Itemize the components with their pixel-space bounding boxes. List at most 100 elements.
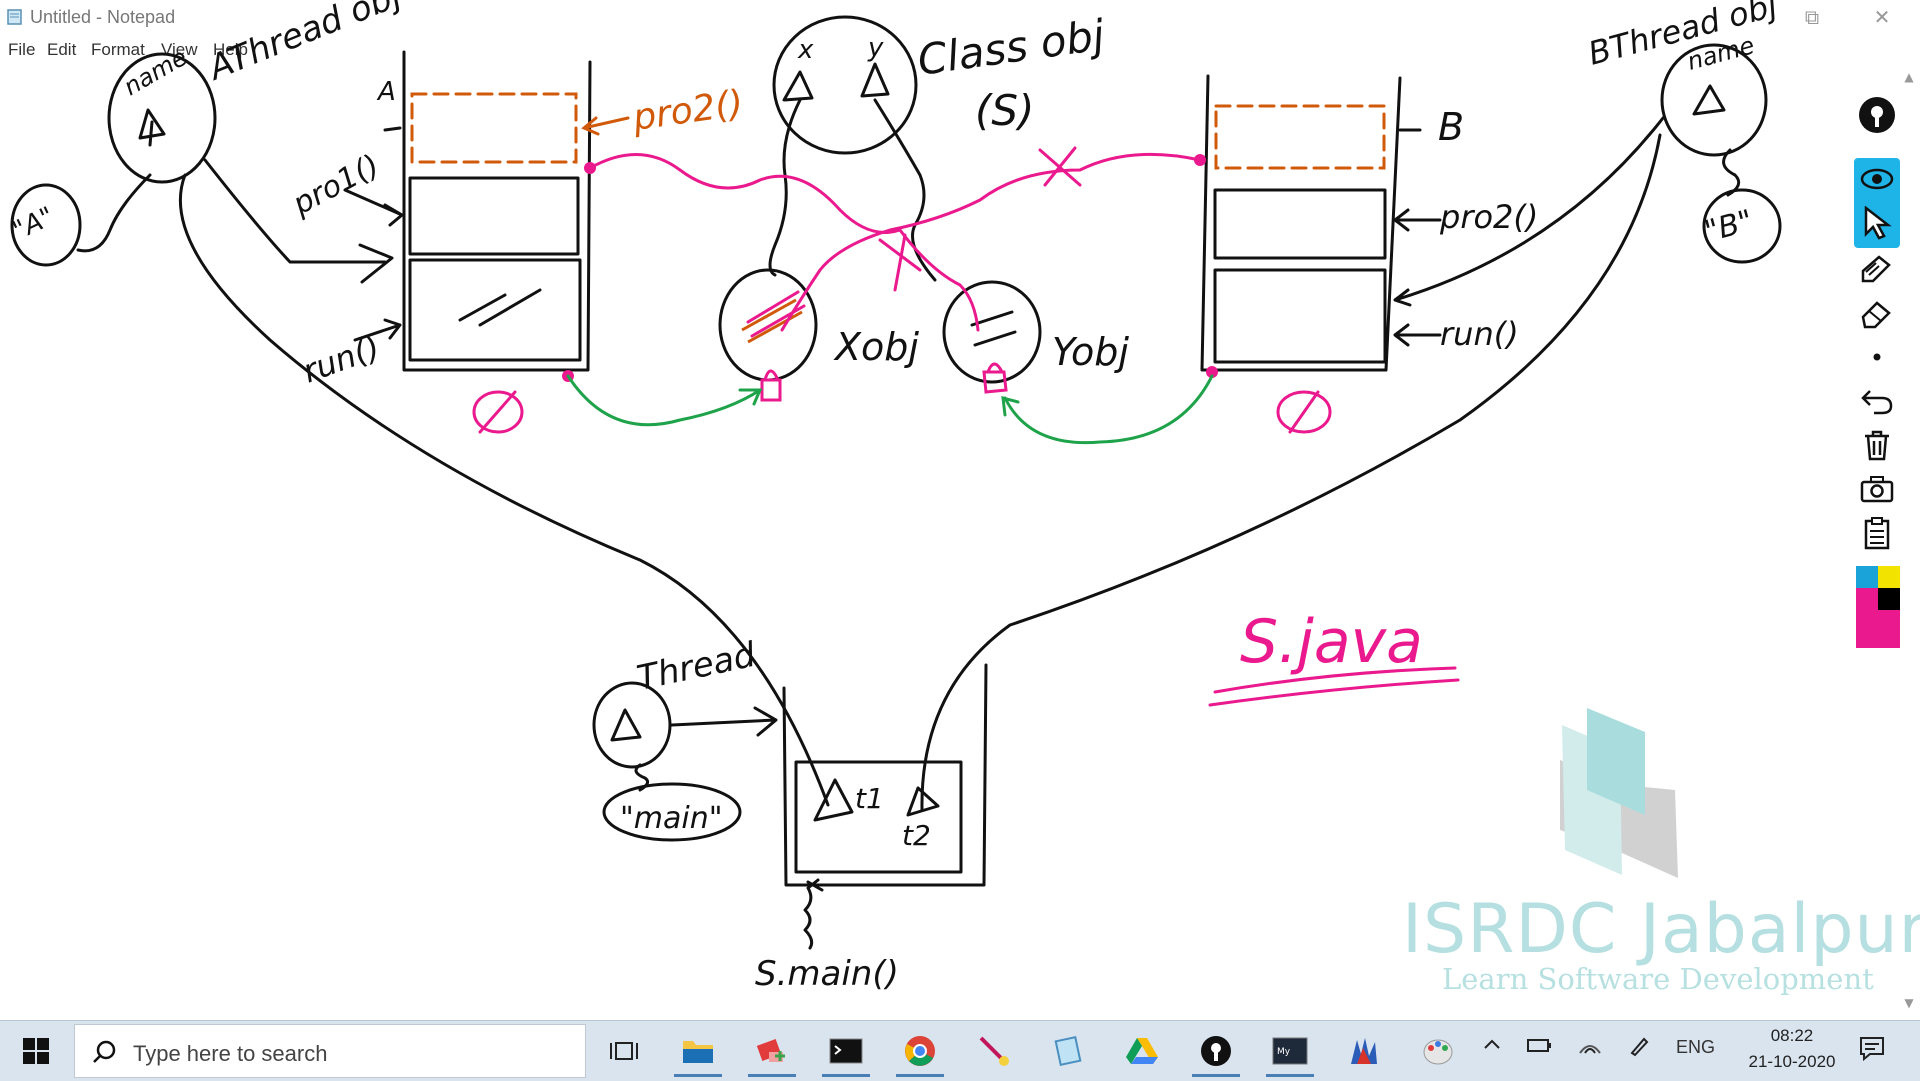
x-object-strike	[741, 298, 803, 344]
undo-icon[interactable]	[1854, 380, 1900, 422]
class-object	[772, 15, 918, 155]
b-run-label: run()	[1440, 315, 1519, 353]
palette-black-swatch[interactable]	[1878, 588, 1900, 610]
main-thread-object	[592, 681, 672, 769]
class-obj-label: Class obj	[915, 10, 1108, 85]
start-button[interactable]	[0, 1021, 72, 1081]
smain-pointer	[803, 878, 824, 950]
main-stack-frame-slot	[794, 760, 963, 874]
main-name-string	[602, 782, 742, 842]
main-name-link	[634, 763, 650, 792]
pen-app-icon[interactable]	[1184, 1025, 1248, 1077]
a-pro2-label: pro2()	[630, 83, 746, 139]
a-thread-object	[107, 52, 217, 184]
b-top-dot	[1194, 154, 1206, 166]
a-run-label: run()	[298, 328, 385, 391]
s-java-underline-1	[1213, 666, 1457, 694]
dot-size-icon[interactable]	[1854, 336, 1900, 378]
clock-time[interactable]: 08:22	[1770, 1026, 1814, 1045]
b-thread-object	[1660, 43, 1768, 157]
eraser-icon[interactable]	[1854, 292, 1900, 334]
a-pro1-pointer	[343, 188, 404, 227]
smain-label: S.main()	[755, 954, 899, 994]
wifi-icon[interactable]	[1578, 1035, 1602, 1062]
window-title: Untitled - Notepad	[30, 7, 176, 27]
b-name-link	[1722, 148, 1741, 197]
y-obj-label: Yobj	[1052, 330, 1129, 374]
b-null-slash	[1288, 390, 1320, 434]
notifications-icon[interactable]	[1858, 1035, 1886, 1066]
app-icon[interactable]	[740, 1025, 804, 1077]
b-run-dot	[1206, 366, 1218, 378]
b-holds-y-arrow	[1001, 374, 1214, 445]
menu-format[interactable]: Format	[91, 40, 145, 59]
x-reference-line	[768, 98, 802, 277]
menu-help[interactable]: Help	[213, 40, 248, 59]
watermark-subtitle: Learn Software Development	[1442, 962, 1874, 996]
restore-button[interactable]: ⧉	[1804, 5, 1820, 29]
clock-date[interactable]: 21-10-2020	[1748, 1052, 1836, 1071]
t2-label: t2	[902, 819, 931, 852]
b-pro2-label: pro2()	[1439, 198, 1538, 236]
whiteboard-canvas[interactable]: AThread obj name "A" A pro1() run() Clas…	[0, 0, 1920, 1020]
main-name-label: "main"	[620, 801, 723, 836]
a-to-run-arrow	[203, 158, 394, 284]
battery-icon[interactable]	[1526, 1035, 1554, 1060]
main-thread-label: Thread	[634, 635, 760, 699]
cursor-icon[interactable]	[1854, 202, 1900, 244]
palette-yellow-swatch[interactable]	[1878, 566, 1900, 588]
task-view-icon[interactable]	[592, 1025, 656, 1077]
b-null-circle	[1276, 390, 1332, 434]
scroll-up-arrow[interactable]: ▲	[1904, 70, 1914, 84]
b-stack-frame	[1200, 74, 1402, 372]
y-object	[942, 280, 1042, 384]
pencil-icon[interactable]	[1854, 248, 1900, 290]
a-pro2-dot	[584, 162, 596, 174]
a-null-slash	[478, 390, 517, 434]
s-java-underline-2	[1208, 678, 1460, 707]
pen-tray-icon[interactable]	[1628, 1035, 1650, 1062]
paint-brush-icon[interactable]	[962, 1025, 1026, 1077]
camera-icon[interactable]	[1854, 468, 1900, 510]
close-button[interactable]: ✕	[1873, 5, 1891, 29]
t2-to-b-thread-line	[920, 133, 1662, 812]
x-object	[718, 268, 818, 382]
b-waits-for-x-line	[780, 152, 1202, 332]
show-hidden-icons-icon[interactable]	[1482, 1035, 1502, 1060]
pen-logo-icon[interactable]	[1854, 94, 1900, 136]
palette-blue-swatch[interactable]	[1856, 566, 1878, 588]
b-pro2-pointer	[1393, 208, 1442, 232]
paint-icon[interactable]	[1406, 1025, 1470, 1077]
menu-file[interactable]: File	[8, 40, 36, 59]
a-waits-for-y-line	[588, 153, 980, 332]
language-indicator[interactable]: ENG	[1676, 1037, 1716, 1057]
eye-icon[interactable]	[1854, 158, 1900, 200]
menu-edit[interactable]: Edit	[47, 40, 77, 59]
taskbar-search-box[interactable]: Type here to search	[74, 1024, 586, 1078]
x-lock-icon	[760, 369, 782, 402]
scroll-down-arrow[interactable]: ▼	[1904, 996, 1914, 1010]
chrome-icon[interactable]	[888, 1025, 952, 1077]
annotation-toolbar	[1852, 86, 1904, 656]
notepad-app-icon	[7, 9, 22, 25]
trash-icon[interactable]	[1854, 424, 1900, 466]
clipboard-icon[interactable]	[1854, 512, 1900, 554]
watermark-title: ISRDC Jabalpur	[1402, 890, 1920, 969]
b-stack-run	[1213, 268, 1387, 364]
game-icon[interactable]	[1332, 1025, 1396, 1077]
a-pro1-label: pro1()	[286, 148, 385, 223]
windows-icon	[23, 1038, 49, 1064]
drive-icon[interactable]	[1110, 1025, 1174, 1077]
a-null-circle	[472, 390, 524, 434]
main-thread-ref-arrow	[610, 708, 642, 742]
taskbar: Type here to search My	[0, 1020, 1920, 1081]
notepad-icon[interactable]	[1036, 1025, 1100, 1077]
class-x-ref	[782, 70, 814, 102]
mysql-icon[interactable]: My	[1258, 1025, 1322, 1077]
terminal-icon[interactable]	[814, 1025, 878, 1077]
b-name-string	[1702, 188, 1782, 264]
search-placeholder: Type here to search	[133, 1041, 328, 1066]
file-explorer-icon[interactable]	[666, 1025, 730, 1077]
file-name-label: S.java	[1240, 607, 1423, 677]
a-name-ref-arrow	[138, 108, 166, 147]
